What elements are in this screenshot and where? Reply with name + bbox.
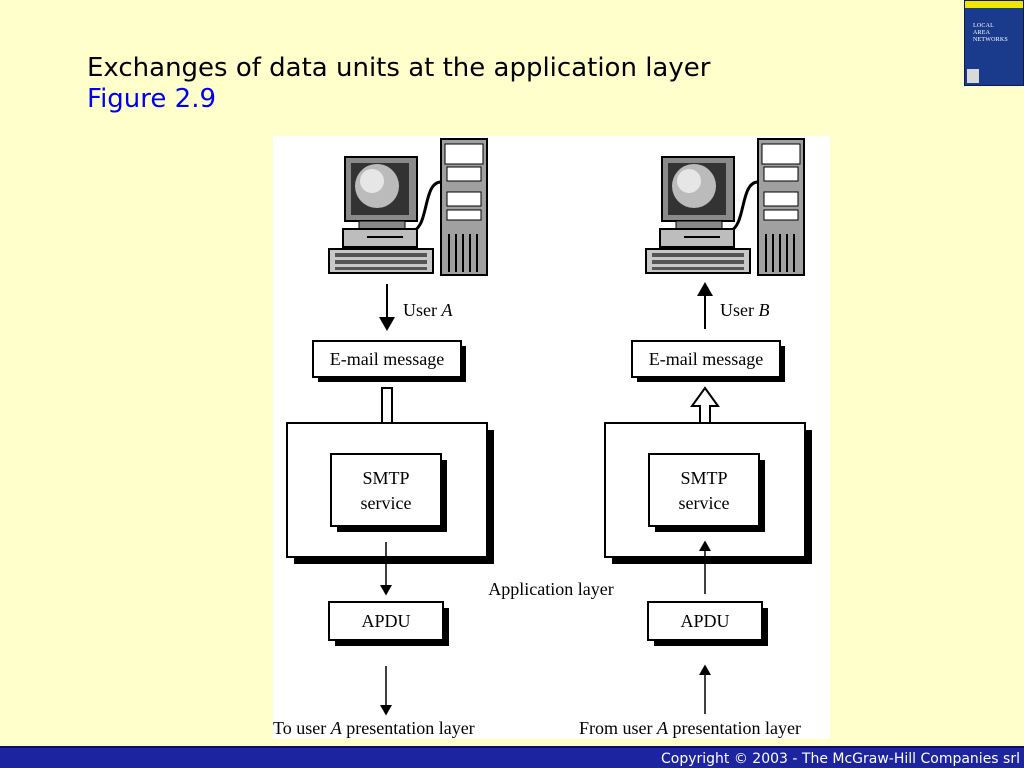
svg-text:E-mail message: E-mail message	[649, 349, 763, 369]
svg-text:E-mail message: E-mail message	[330, 349, 444, 369]
label-user-a: User A	[403, 300, 454, 320]
diagram-canvas: User A User B E-mail message E-mail mess…	[273, 138, 812, 738]
smtp-service-box-right: SMTP service	[648, 453, 765, 532]
cover-band	[965, 1, 1023, 8]
bottom-left-label: To user A presentation layer	[273, 718, 475, 738]
svg-text:service: service	[361, 493, 412, 513]
footer-bar: Copyright © 2003 - The McGraw-Hill Compa…	[0, 746, 1024, 768]
apdu-box-left: APDU	[328, 601, 449, 646]
diagram-figure: User A User B E-mail message E-mail mess…	[273, 136, 830, 739]
slide-title: Exchanges of data units at the applicati…	[87, 53, 711, 83]
copyright-text: Copyright © 2003 - The McGraw-Hill Compa…	[661, 751, 1020, 767]
apdu-box-right: APDU	[647, 601, 768, 646]
label-user-b: User B	[720, 300, 770, 320]
email-message-box-left: E-mail message	[312, 340, 466, 382]
svg-text:APDU: APDU	[361, 611, 410, 631]
application-layer-label: Application layer	[488, 579, 613, 599]
figure-number: Figure 2.9	[87, 84, 216, 114]
svg-text:service: service	[679, 493, 730, 513]
book-cover-thumbnail: LOCAL AREA NETWORKS	[964, 0, 1024, 86]
svg-text:APDU: APDU	[680, 611, 729, 631]
smtp-service-box-left: SMTP service	[330, 453, 447, 532]
computer-icon-user-a	[328, 138, 488, 276]
bottom-right-label: From user A presentation layer	[579, 718, 801, 738]
computer-icon-user-b	[645, 138, 805, 276]
publisher-logo	[967, 69, 979, 83]
svg-text:SMTP: SMTP	[680, 468, 727, 488]
email-message-box-right: E-mail message	[631, 340, 785, 382]
svg-text:SMTP: SMTP	[362, 468, 409, 488]
cover-title: LOCAL AREA NETWORKS	[973, 23, 1008, 43]
